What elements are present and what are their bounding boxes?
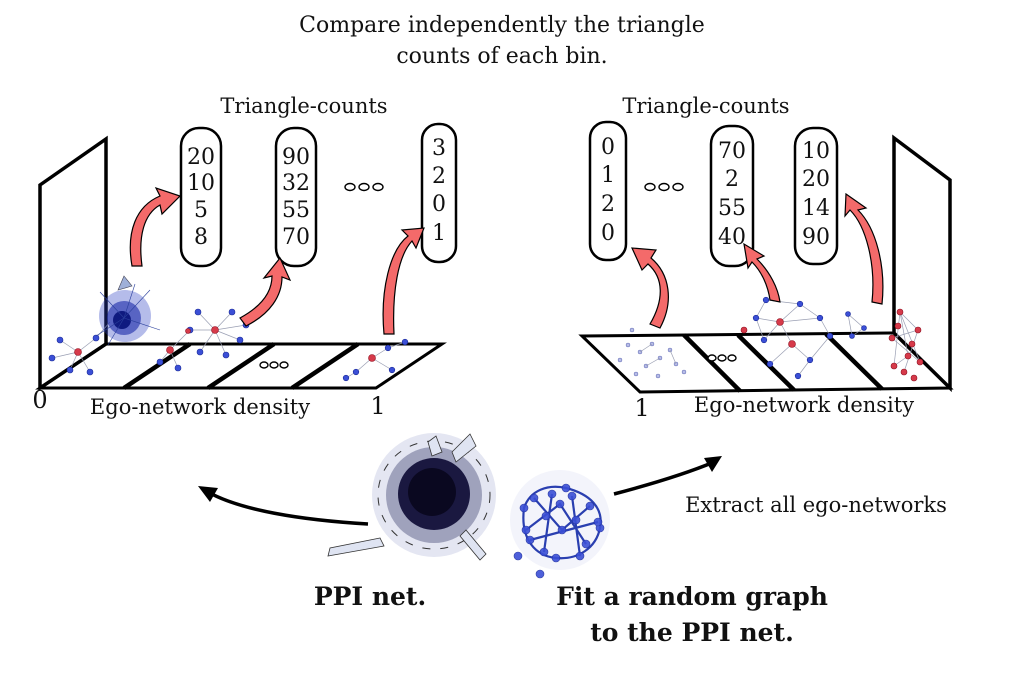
count-cell: 40	[718, 225, 746, 250]
right-heading: Triangle-counts	[622, 94, 789, 118]
left-arrow-bin-4	[382, 227, 425, 335]
arrow-to-right-panel-head	[704, 456, 722, 472]
caption-line-2: counts of each bin.	[396, 44, 607, 69]
right-bin-3-network	[740, 296, 834, 380]
count-cell: 0	[432, 192, 446, 217]
count-cell: 32	[282, 171, 310, 196]
count-cell: 3	[432, 136, 446, 161]
count-cell: 14	[802, 196, 830, 221]
arrow-to-left-panel	[207, 490, 369, 526]
right-wall	[892, 134, 952, 393]
left-arrow-bin-2	[239, 256, 292, 327]
ppi-label: PPI net.	[314, 582, 426, 611]
right-floor-divider-2	[736, 333, 796, 392]
count-cell: 2	[725, 167, 739, 192]
right-panel: Triangle-counts 0 1 2 0 70 2 55 40 10 20…	[578, 94, 954, 422]
left-panel: Triangle-counts 20 10 5 8 90 32 55 70 3 …	[32, 94, 458, 420]
left-floor	[35, 342, 447, 390]
arrow-to-left-panel-head	[198, 486, 218, 502]
count-cell: 8	[194, 225, 208, 250]
left-bin-2-network	[156, 308, 250, 372]
right-axis-end: 1	[634, 394, 649, 422]
right-count-ellipsis	[644, 182, 684, 192]
random-graph-graphic	[510, 470, 610, 579]
right-arrow-bin-3	[743, 242, 781, 303]
right-arrow-bin-4	[844, 192, 884, 305]
count-cell: 90	[802, 225, 830, 250]
right-count-column-1: 0 1 2 0	[588, 120, 628, 262]
count-cell: 10	[187, 171, 215, 196]
count-cell: 0	[601, 221, 615, 246]
left-bin-1-network	[48, 275, 161, 376]
right-bin-1-network	[617, 327, 687, 379]
right-bin-4-network	[845, 308, 924, 382]
random-graph-label-line-1: Fit a random graph	[556, 582, 828, 611]
left-count-ellipsis	[344, 182, 384, 192]
right-dense-red-cluster	[888, 308, 924, 382]
right-count-column-3: 10 20 14 90	[793, 126, 839, 266]
left-count-column-2: 90 32 55 70	[274, 126, 318, 268]
caption-line-1: Compare independently the triangle	[299, 13, 705, 38]
extract-label: Extract all ego-networks	[685, 493, 947, 517]
count-cell: 55	[718, 196, 746, 221]
left-arrow-bin-1	[129, 186, 182, 267]
count-cell: 2	[601, 192, 615, 217]
count-cell: 10	[802, 139, 830, 164]
left-floor-divider-3	[290, 342, 360, 390]
left-dense-hairball	[95, 275, 161, 346]
left-floor-ellipsis	[259, 361, 289, 369]
right-arrow-bin-1	[631, 247, 669, 329]
left-count-column-1: 20 10 5 8	[179, 126, 223, 268]
count-cell: 70	[718, 139, 746, 164]
left-axis-label: Ego-network density	[90, 395, 310, 419]
count-cell: 70	[282, 225, 310, 250]
left-axis-start: 0	[32, 386, 47, 414]
left-floor-divider-2	[206, 342, 276, 390]
count-cell: 2	[432, 164, 446, 189]
right-axis-label: Ego-network density	[694, 393, 914, 417]
count-cell: 5	[194, 198, 208, 223]
left-floor-divider-1	[122, 342, 192, 390]
right-floor-divider-3	[824, 332, 884, 391]
left-bin-4-network	[342, 338, 409, 382]
left-axis-end: 1	[370, 392, 385, 420]
random-graph-label-line-2: to the PPI net.	[590, 618, 794, 647]
arrow-to-right-panel	[613, 460, 715, 496]
right-floor-divider-1	[682, 333, 742, 393]
count-cell: 20	[187, 145, 215, 170]
count-cell: 90	[282, 145, 310, 170]
ppi-network-graphic	[327, 433, 496, 561]
right-floor	[578, 331, 954, 394]
right-floor-ellipsis	[707, 354, 737, 362]
left-count-column-3: 3 2 0 1	[420, 122, 458, 264]
left-heading: Triangle-counts	[220, 94, 387, 118]
right-count-column-2: 70 2 55 40	[709, 124, 755, 268]
count-cell: 0	[601, 135, 615, 160]
count-cell: 20	[802, 167, 830, 192]
count-cell: 55	[282, 198, 310, 223]
count-cell: 1	[432, 221, 446, 246]
count-cell: 1	[601, 163, 615, 188]
